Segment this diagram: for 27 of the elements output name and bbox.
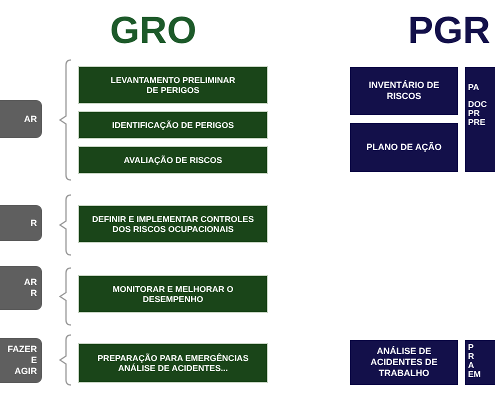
box-text: PREPARAÇÃO PARA EMERGÊNCIAS ANÁLISE DE ACIDENTES... (96, 352, 250, 374)
section-heading: PGR (408, 12, 490, 50)
process-box (78, 205, 268, 243)
box-text: DOC PR PRE (468, 100, 487, 127)
process-box (78, 146, 268, 174)
document-box (350, 340, 458, 385)
box-text: INVENTÁRIO DE RISCOS (368, 80, 440, 102)
document-box (350, 123, 458, 172)
box-text: AR R (24, 277, 37, 299)
process-box (78, 343, 268, 383)
title: GRO (110, 12, 197, 50)
box-text: AR (24, 114, 37, 124)
box-text: FAZER E AGIR (7, 344, 37, 377)
process-box (78, 66, 268, 104)
box-text: DEFINIR E IMPLEMENTAR CONTROLES DOS RISCOS OCUPACIONAIS (91, 214, 255, 234)
document-box (350, 67, 458, 115)
process-box (78, 275, 268, 313)
box-text: R (30, 218, 37, 228)
box-text: IDENTIFICAÇÃO DE PERIGOS (112, 120, 234, 130)
box-text: MONITORAR E MELHORAR O DESEMPENHO (112, 284, 234, 304)
box-text: AVALIAÇÃO DE RISCOS (124, 154, 222, 166)
box-text: PA (468, 83, 480, 92)
box-text: P R A EM (468, 343, 481, 379)
box-text: ANÁLISE DE ACIDENTES DE TRABALHO (369, 346, 438, 379)
process-box (78, 111, 268, 139)
box-text: PLANO DE AÇÃO (366, 142, 442, 153)
box-text: LEVANTAMENTO PRELIMINAR DE PERIGOS (110, 74, 236, 96)
